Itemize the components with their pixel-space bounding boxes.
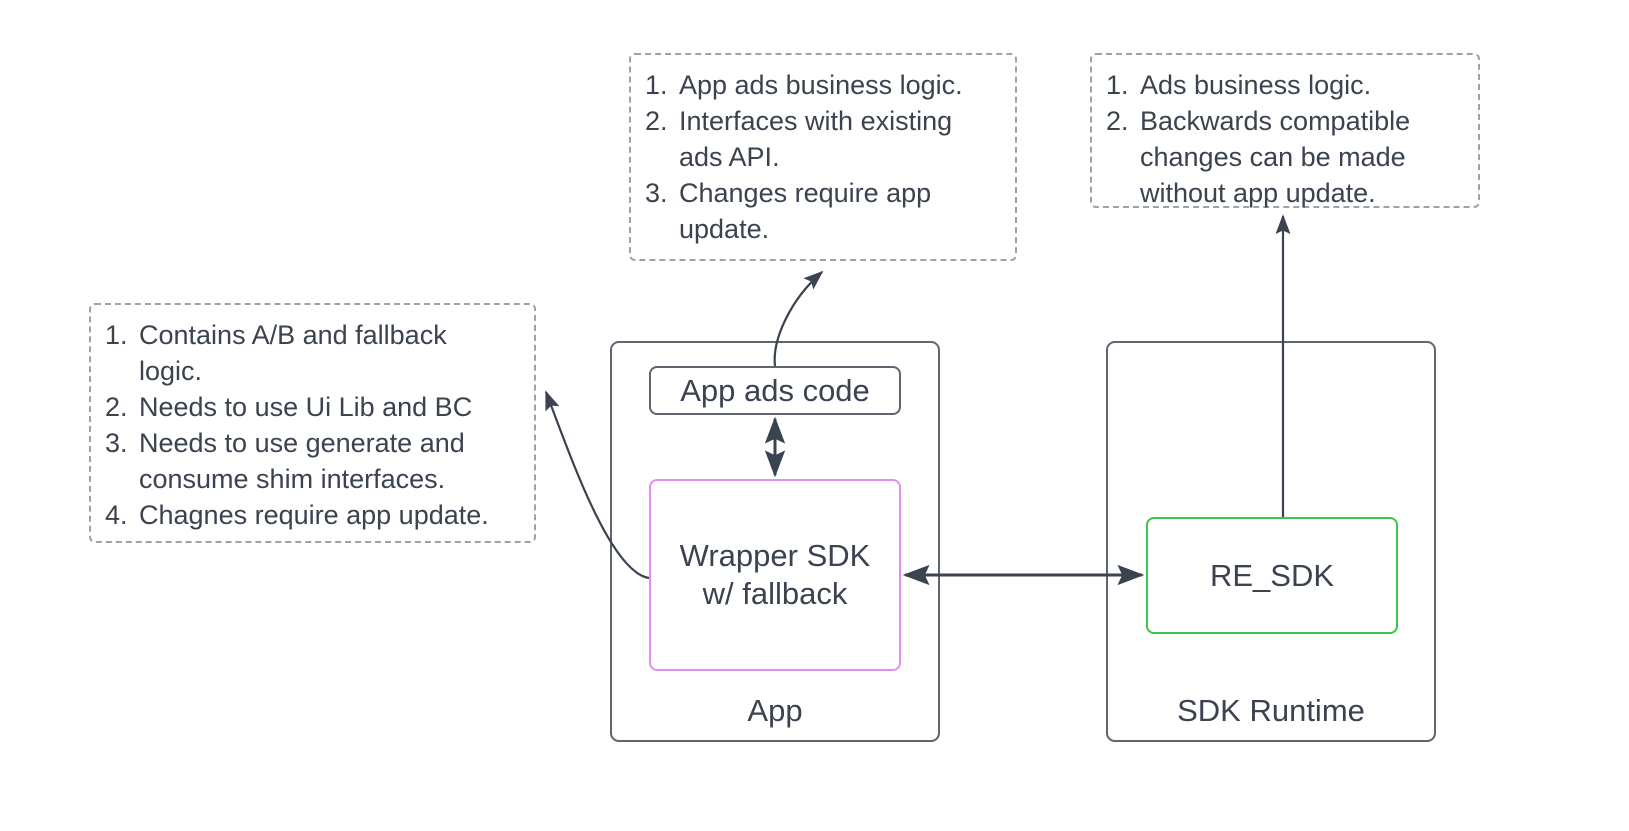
box-re-sdk-label: RE_SDK <box>1209 557 1335 593</box>
note-wrapper-sdk: 1. Contains A/B and fallback logic. 2. N… <box>89 303 536 543</box>
list-item: 2. Needs to use Ui Lib and BC <box>105 389 518 425</box>
list-item-number: 1. <box>645 70 668 100</box>
list-item: 2. Interfaces with existing ads API. <box>645 103 999 175</box>
list-item-text: Ads business logic. <box>1140 70 1372 100</box>
list-item: 4. Chagnes require app update. <box>105 497 518 533</box>
box-wrapper-sdk[interactable]: Wrapper SDK w/ fallback <box>649 479 901 671</box>
list-item-text: Chagnes require app update. <box>139 500 489 530</box>
list-item-number: 2. <box>105 392 128 422</box>
note-re-sdk-list: 1. Ads business logic. 2. Backwards comp… <box>1106 67 1462 211</box>
container-app-label: App <box>747 693 803 728</box>
box-app-ads-code-label: App ads code <box>680 372 870 408</box>
note-wrapper-sdk-list: 1. Contains A/B and fallback logic. 2. N… <box>105 317 518 533</box>
note-app-ads-code-list: 1. App ads business logic. 2. Interfaces… <box>645 67 999 247</box>
note-re-sdk: 1. Ads business logic. 2. Backwards comp… <box>1090 53 1480 208</box>
box-re-sdk[interactable]: RE_SDK <box>1146 517 1398 634</box>
list-item: 1. Contains A/B and fallback logic. <box>105 317 518 389</box>
list-item-number: 4. <box>105 500 128 530</box>
list-item: 2. Backwards compatible changes can be m… <box>1106 103 1462 211</box>
list-item-text: Backwards compatible changes can be made… <box>1140 106 1411 208</box>
list-item-text: Needs to use generate and consume shim i… <box>139 428 465 494</box>
list-item: 3. Needs to use generate and consume shi… <box>105 425 518 497</box>
container-sdk-runtime-label: SDK Runtime <box>1177 693 1365 728</box>
list-item: 3. Changes require app update. <box>645 175 999 247</box>
list-item-number: 2. <box>645 106 668 136</box>
box-app-ads-code[interactable]: App ads code <box>649 366 901 415</box>
list-item-text: Changes require app update. <box>679 178 932 244</box>
list-item-text: Needs to use Ui Lib and BC <box>139 392 473 422</box>
list-item: 1. App ads business logic. <box>645 67 999 103</box>
note-app-ads-code: 1. App ads business logic. 2. Interfaces… <box>629 53 1017 261</box>
list-item-number: 1. <box>105 320 128 350</box>
list-item-number: 1. <box>1106 70 1129 100</box>
box-wrapper-sdk-label: Wrapper SDK w/ fallback <box>679 538 871 611</box>
list-item-number: 3. <box>645 178 668 208</box>
list-item-text: Interfaces with existing ads API. <box>679 106 953 172</box>
list-item: 1. Ads business logic. <box>1106 67 1462 103</box>
list-item-text: Contains A/B and fallback logic. <box>139 320 447 386</box>
list-item-number: 3. <box>105 428 128 458</box>
list-item-number: 2. <box>1106 106 1129 136</box>
list-item-text: App ads business logic. <box>679 70 963 100</box>
